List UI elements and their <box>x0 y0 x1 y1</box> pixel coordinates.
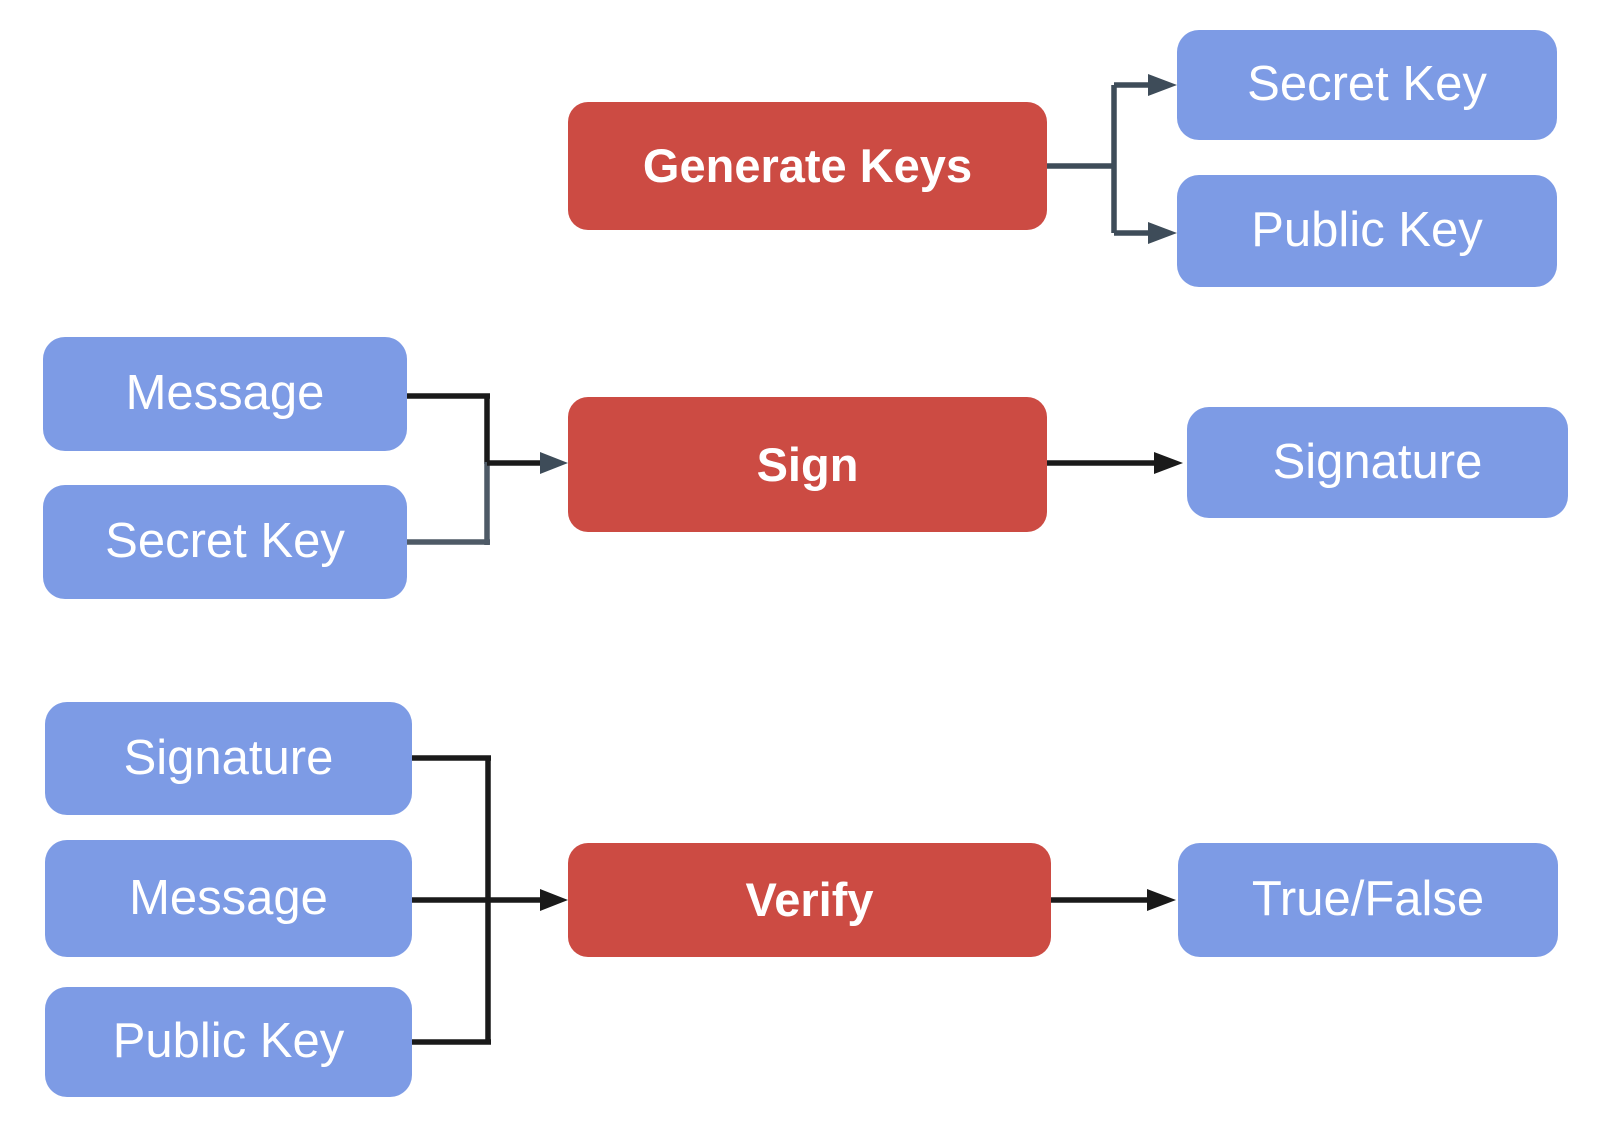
node-generate-keys: Generate Keys <box>568 102 1047 230</box>
node-public-key-verify-input-label: Public Key <box>112 1014 345 1069</box>
node-message-verify-input: Message <box>45 840 412 957</box>
node-verify: Verify <box>568 843 1051 957</box>
arrowhead-to-public-key-icon <box>1148 222 1177 244</box>
node-true-false-output: True/False <box>1178 843 1558 957</box>
node-true-false-output-label: True/False <box>1251 872 1485 927</box>
node-message-sign-input-label: Message <box>125 366 325 421</box>
node-message-verify-input-label: Message <box>129 870 328 925</box>
node-signature-output-label: Signature <box>1272 434 1483 489</box>
node-secret-key-output: Secret Key <box>1177 30 1557 140</box>
node-signature-output: Signature <box>1187 407 1568 518</box>
node-generate-keys-label: Generate Keys <box>642 139 973 193</box>
arrowhead-to-signature-icon <box>1154 452 1183 474</box>
node-secret-key-output-label: Secret Key <box>1247 57 1487 112</box>
node-public-key-verify-input: Public Key <box>45 987 412 1097</box>
node-signature-verify-input: Signature <box>45 702 412 815</box>
node-sign-label: Sign <box>756 437 859 491</box>
node-public-key-output-label: Public Key <box>1251 203 1483 258</box>
arrowhead-to-true-false-icon <box>1147 889 1176 911</box>
node-public-key-output: Public Key <box>1177 175 1557 287</box>
node-secret-key-sign-input-label: Secret Key <box>105 514 345 569</box>
node-secret-key-sign-input: Secret Key <box>43 485 407 599</box>
node-signature-verify-input-label: Signature <box>123 730 334 785</box>
node-verify-label: Verify <box>745 873 874 927</box>
node-sign: Sign <box>568 397 1047 532</box>
arrowhead-to-secret-key-icon <box>1148 74 1177 96</box>
arrowhead-into-sign-icon <box>540 452 568 474</box>
node-message-sign-input: Message <box>43 337 407 451</box>
arrowhead-into-verify-icon <box>540 889 568 911</box>
